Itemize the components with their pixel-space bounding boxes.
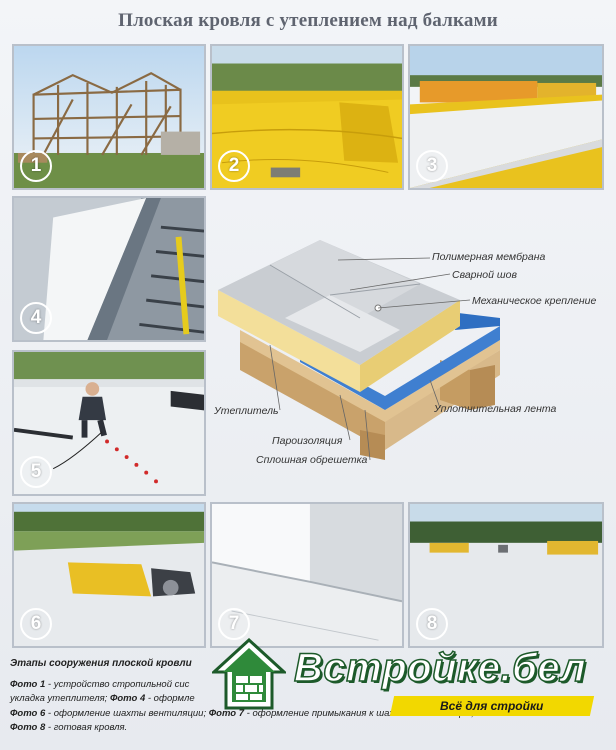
caption-heading: Этапы сооружения плоской кровли [10, 658, 192, 669]
caption: Этапы сооружения плоской кровли Фото 1 -… [10, 657, 606, 736]
photo-8: 8 [408, 502, 604, 648]
caption-line: Фото 1 - устройство стропильной сис [10, 678, 190, 690]
photo-5: 5 [12, 350, 206, 496]
logo-name: Встройке.бел [293, 645, 587, 691]
photo-3: 3 [408, 44, 604, 190]
page-title: Плоская кровля с утеплением над балками [118, 10, 498, 31]
wooden-beams [240, 340, 500, 460]
roof-layer-diagram: Полимерная мембрана Сварной шов Механиче… [210, 200, 610, 490]
watermark-logo: Встройке.бел Всё для стройки [212, 638, 612, 718]
caption-line: укладка утеплителя; Фото 4 - оформле [10, 693, 195, 704]
photo-7: 7 [210, 502, 404, 648]
label-membrane: Полимерная мембрана [432, 251, 545, 263]
photo-number: 1 [20, 150, 52, 182]
photo-number: 2 [218, 150, 250, 182]
label-weld-seam: Сварной шов [452, 269, 517, 281]
photo-number: 8 [416, 608, 448, 640]
logo-tagline: Всё для стройки [389, 696, 595, 716]
photo-2: 2 [210, 44, 404, 190]
label-vapor-barrier: Пароизоляция [272, 435, 343, 447]
label-sheathing: Сплошная обрешетка [256, 454, 368, 466]
house-logo-icon [212, 638, 286, 710]
photo-number: 5 [20, 456, 52, 488]
photo-6: 6 [12, 502, 206, 648]
label-fastening: Механическое крепление [472, 295, 596, 307]
photo-number: 7 [218, 608, 250, 640]
photo-4: 4 [12, 196, 206, 342]
caption-line: Фото 8 - готовая кровля. [10, 722, 128, 733]
photo-number: 3 [416, 150, 448, 182]
caption-line: Фото 6 - оформление шахты вентиляции; Фо… [10, 707, 474, 719]
photo-number: 6 [20, 608, 52, 640]
label-sealing-tape: Уплотнительная лента [433, 403, 556, 415]
photo-number: 4 [20, 302, 52, 334]
label-insulation: Утеплитель [213, 405, 279, 417]
sheathing-layer [240, 330, 500, 422]
photo-1: 1 [12, 44, 206, 190]
vapor-barrier-layer [300, 326, 500, 410]
